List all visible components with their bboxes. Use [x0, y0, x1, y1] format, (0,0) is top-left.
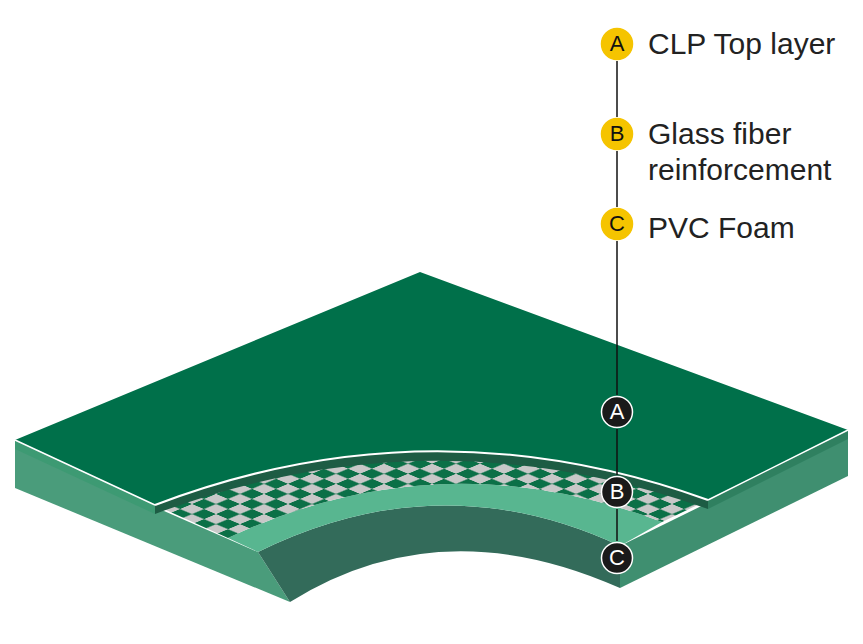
callout-number: C	[600, 207, 634, 241]
leader-line	[616, 151, 618, 207]
leader-line	[616, 429, 618, 475]
callout-letter: B	[600, 475, 634, 509]
callout-letter: B	[600, 117, 634, 151]
layer-name: Glass fiber reinforcement	[648, 116, 858, 188]
layer-marker: A	[600, 395, 634, 429]
callout-letter: A	[600, 27, 634, 61]
callout-letter: A	[600, 395, 634, 429]
callout-number: B	[600, 117, 634, 151]
layer-name: CLP Top layer	[648, 26, 858, 62]
callout-letter: C	[600, 207, 634, 241]
leader-line	[616, 509, 618, 541]
callout-letter: C	[600, 541, 634, 575]
callout-number: A	[600, 27, 634, 61]
leader-line	[616, 241, 618, 395]
layer-marker: B	[600, 475, 634, 509]
leader-line	[616, 61, 618, 117]
layer-marker: C	[600, 541, 634, 575]
layer-name: PVC Foam	[648, 210, 858, 246]
